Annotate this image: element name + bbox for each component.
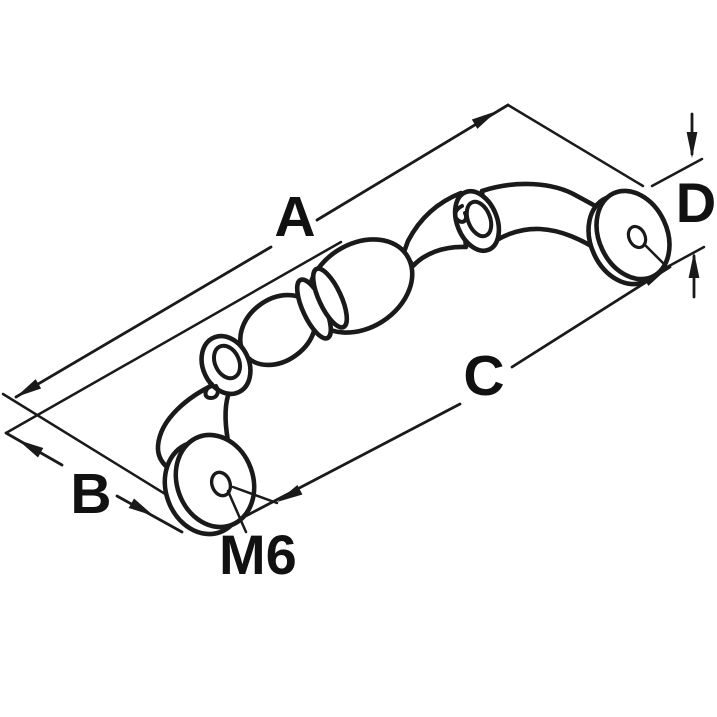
left-mounting-hole	[209, 470, 233, 498]
bulb-tangent-ref-line	[4, 240, 343, 435]
ext-line-d-upper	[650, 157, 704, 188]
handle-grip	[479, 181, 615, 258]
scroll-curl	[203, 382, 220, 400]
thread-label-m6: M6	[219, 523, 297, 586]
right-ring-curl	[453, 204, 469, 224]
dim-label-c: C	[463, 344, 504, 408]
ext-line-a-left	[1, 392, 185, 507]
dim-a-arrow-right	[471, 111, 497, 129]
dim-label-b: B	[70, 462, 111, 526]
scroll-ring-inner	[211, 343, 243, 381]
dim-b-arrow-right	[128, 498, 154, 516]
bead-ring-2	[310, 266, 350, 330]
dim-c-line-1	[238, 402, 462, 521]
dim-b-arrow-left	[18, 440, 44, 458]
dim-a-line-1	[14, 245, 273, 399]
right-mounting-hole	[626, 224, 648, 250]
dim-d-arrow-top	[686, 132, 698, 158]
dim-label-d: D	[676, 171, 716, 234]
ext-line-a-right	[506, 103, 645, 188]
right-ring-inner	[464, 199, 494, 239]
thread-leader-m6	[226, 489, 248, 534]
hole-ext-line-right	[642, 242, 670, 270]
hole-ext-line-left	[231, 485, 279, 505]
dim-c-arrow-left	[277, 484, 303, 502]
dim-label-a: A	[274, 185, 315, 249]
dim-d-arrow-bottom	[688, 252, 700, 278]
dim-a-arrow-left	[16, 379, 42, 397]
